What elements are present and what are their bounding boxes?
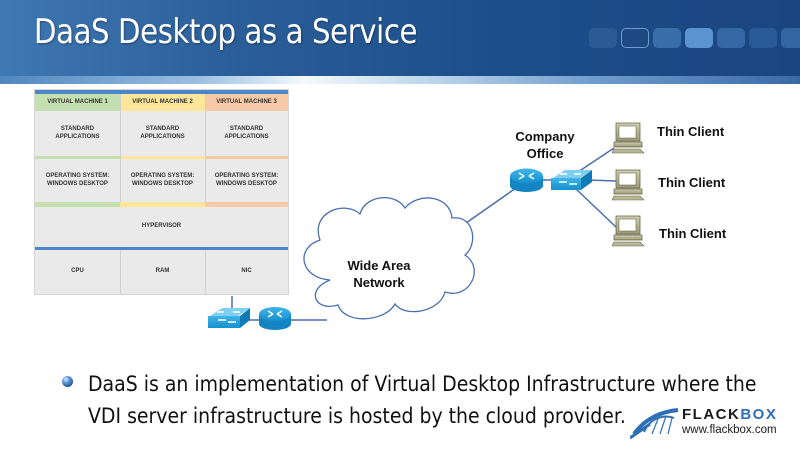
vm-header-1: VIRTUAL MACHINE 1 [35, 94, 120, 111]
vm-1-operating-system: OPERATING SYSTEM: WINDOWS DESKTOP [45, 172, 110, 187]
hardware-nic: NIC [241, 268, 252, 275]
office-label-line-2: Office [526, 146, 564, 161]
vm-3-operating-system: OPERATING SYSTEM: WINDOWS DESKTOP [214, 172, 279, 187]
vm-header-2: VIRTUAL MACHINE 2 [120, 94, 205, 111]
deco-square [685, 28, 713, 48]
thin-client-computer-icon [611, 169, 645, 201]
switch-icon [208, 308, 250, 328]
vm-2-operating-system: OPERATING SYSTEM: WINDOWS DESKTOP [130, 172, 195, 187]
office-router-icon [510, 168, 543, 192]
vm-header-3: VIRTUAL MACHINE 3 [205, 94, 288, 111]
vm-2-applications: STANDARD APPLICATIONS [140, 125, 185, 140]
logo-wordmark-part-1: FLACK [682, 406, 741, 423]
bridge-logo-icon [630, 408, 679, 440]
deco-square [781, 28, 800, 48]
link-switch-to-client-2 [587, 179, 617, 182]
thin-client-label-2: Thin Client [658, 175, 726, 190]
logo-wordmark-part-2: BOX [740, 406, 778, 423]
hardware-cpu: CPU [71, 268, 84, 275]
column-divider [120, 94, 121, 202]
hardware-ram: RAM [155, 268, 170, 275]
column-divider [205, 94, 206, 202]
link-switch-to-client-1 [577, 147, 615, 173]
vm-2-separator [120, 156, 205, 159]
deco-square [589, 28, 617, 48]
hypervisor-layer: HYPERVISOR [141, 223, 182, 230]
office-switch-icon [551, 170, 592, 190]
wan-label-line-1: Wide Area [347, 258, 411, 273]
deco-square [749, 28, 777, 48]
logo-wordmark: FLACKBOX [682, 406, 777, 423]
stack-top-bar [35, 90, 288, 94]
thin-client-label-3: Thin Client [659, 226, 727, 241]
wan-cloud-icon [303, 197, 475, 320]
thin-client-computer-icon [611, 122, 645, 154]
title-band-strip [0, 76, 800, 84]
vm-3-separator [205, 156, 288, 159]
hardware-divider-bar [35, 247, 288, 250]
deco-square [717, 28, 745, 48]
vm-3-base-bar [205, 202, 288, 207]
deco-square [621, 28, 649, 48]
logo-url: www.flackbox.com [682, 424, 777, 436]
vm-1-separator [35, 156, 120, 159]
bullet-icon [62, 376, 73, 387]
vm-1-base-bar [35, 202, 120, 207]
vm-3-applications: STANDARD APPLICATIONS [224, 125, 269, 140]
company-office-label: Company Office [514, 128, 576, 162]
office-label-line-1: Company [515, 129, 575, 144]
column-divider [120, 250, 121, 294]
wan-label-line-2: Network [353, 275, 405, 290]
bullet-line-2: VDI server infrastructure is hosted by t… [88, 404, 626, 428]
deco-square [653, 28, 681, 48]
router-icon [259, 307, 291, 330]
bullet-line-1: DaaS is an implementation of Virtual Des… [88, 372, 757, 396]
vm-2-base-bar [120, 202, 205, 207]
bullet-item: DaaS is an implementation of Virtual Des… [88, 368, 757, 432]
vm-1-applications: STANDARD APPLICATIONS [55, 125, 100, 140]
column-divider [205, 250, 206, 294]
thin-client-computer-icon [611, 215, 645, 247]
thin-client-label-1: Thin Client [657, 124, 725, 139]
flackbox-logo: FLACKBOX www.flackbox.com [630, 404, 790, 444]
virtualization-stack: VIRTUAL MACHINE 1 VIRTUAL MACHINE 2 VIRT… [34, 89, 289, 295]
link-switch-to-client-3 [575, 188, 617, 228]
wan-label: Wide Area Network [347, 257, 411, 291]
slide-title: DaaS Desktop as a Service [34, 12, 418, 52]
